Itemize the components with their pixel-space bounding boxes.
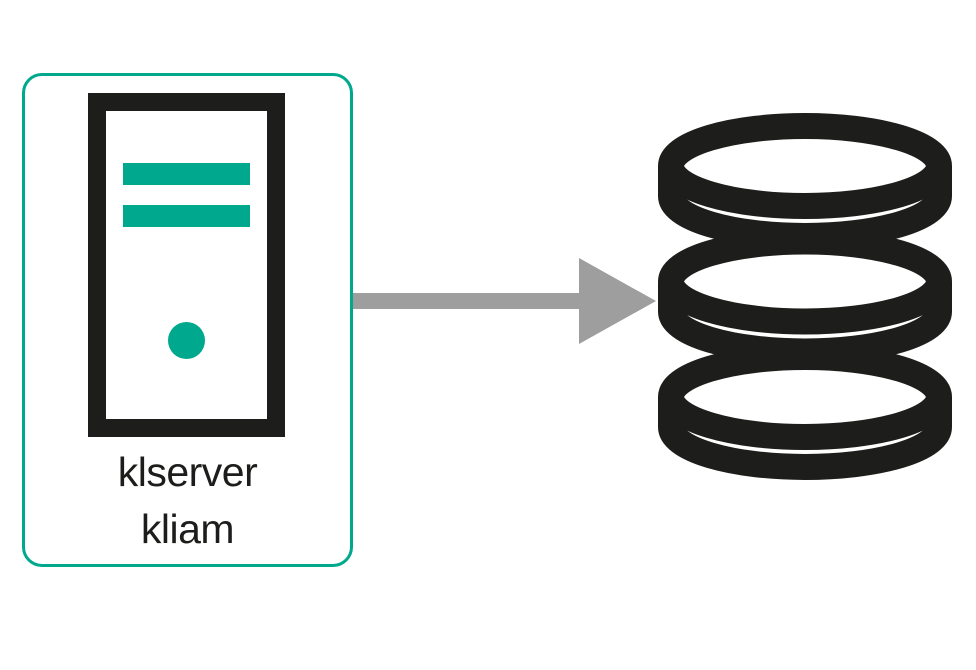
server-power-dot (168, 322, 205, 359)
database-disc-middle (658, 228, 952, 365)
database-disc-top (658, 113, 952, 249)
server-led-bar (123, 205, 250, 227)
database-icon (658, 113, 952, 480)
server-node-label: klserver kliam (25, 444, 350, 558)
server-label-line-1: klserver (117, 449, 258, 495)
arrow-head (579, 258, 656, 344)
server-label-line-2: kliam (140, 506, 235, 552)
database-disc-bottom (658, 344, 952, 480)
server-led-bar (123, 163, 250, 185)
arrow-right-icon (353, 258, 656, 344)
arrow-shaft (353, 293, 585, 309)
server-tower-icon (88, 93, 285, 437)
server-node: klserver kliam (22, 73, 353, 567)
